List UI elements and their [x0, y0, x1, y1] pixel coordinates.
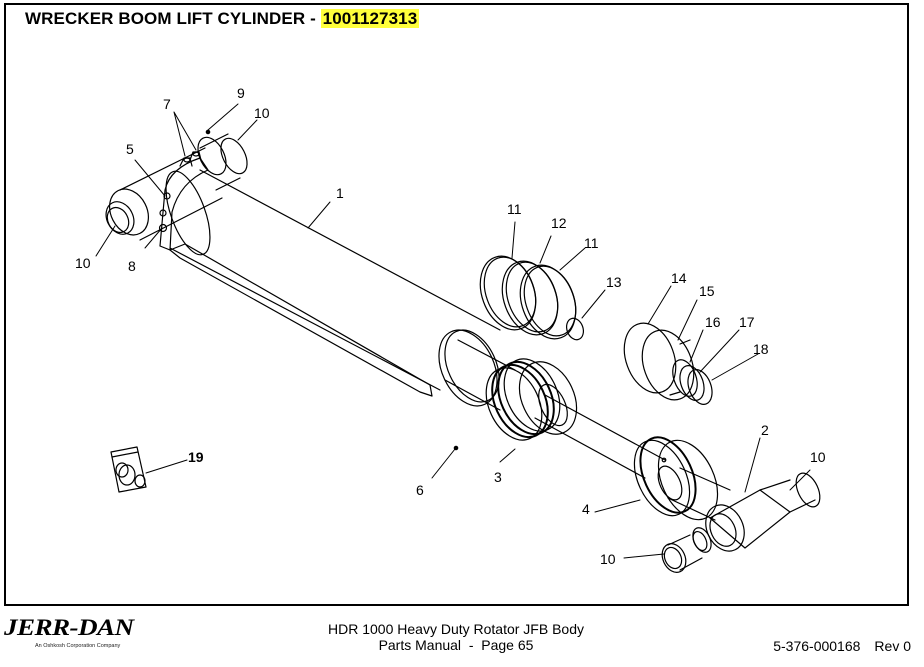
callout-8: 8 — [128, 258, 136, 274]
callout-4: 4 — [582, 501, 590, 517]
doc-number: 5-376-000168 — [773, 638, 861, 654]
callout-19: 19 — [188, 449, 204, 465]
callout-15: 15 — [699, 283, 715, 299]
callout-5: 5 — [126, 141, 134, 157]
callout-6: 6 — [416, 482, 424, 498]
callout-2: 2 — [761, 422, 769, 438]
callout-10-right: 10 — [810, 449, 826, 465]
callout-13: 13 — [606, 274, 622, 290]
callout-18: 18 — [753, 341, 769, 357]
barrel-end-rings — [438, 329, 500, 407]
piston-rod — [444, 339, 666, 479]
callout-16: 16 — [705, 314, 721, 330]
revision: Rev 0 — [874, 638, 911, 654]
barrel-end-pin-boss — [105, 133, 248, 241]
gland — [633, 436, 731, 521]
diagram-frame — [4, 3, 909, 606]
piston — [485, 358, 578, 441]
callout-10-top: 10 — [254, 105, 270, 121]
gland-seal-rings — [623, 322, 713, 405]
page-title: WRECKER BOOM LIFT CYLINDER - 1001127313 — [25, 9, 420, 29]
rod-eye — [661, 472, 821, 573]
barrel-head — [158, 151, 211, 256]
cylinder-barrel — [169, 169, 501, 397]
piston-seal-rings — [479, 255, 585, 341]
callout-10-left: 10 — [75, 255, 91, 271]
manual-page: Parts Manual - Page 65 — [378, 637, 534, 653]
callout-17: 17 — [739, 314, 755, 330]
callout-labels: 1 2 3 4 5 6 7 8 9 10 10 10 10 11 12 11 1… — [75, 85, 826, 567]
callout-7: 7 — [163, 96, 171, 112]
manual-title: HDR 1000 Heavy Duty Rotator JFB Body — [328, 621, 584, 637]
part-number-highlight: 1001127313 — [320, 9, 420, 28]
manual-info: HDR 1000 Heavy Duty Rotator JFB Body Par… — [300, 621, 612, 653]
seal-kit-package — [110, 446, 147, 493]
callout-12: 12 — [551, 215, 567, 231]
title-text: WRECKER BOOM LIFT CYLINDER - — [25, 9, 321, 28]
brand-name: JERR-DAN — [4, 615, 134, 640]
brand-tagline: An Oshkosh Corporation Company — [35, 643, 121, 649]
leader-lines — [95, 103, 811, 559]
callout-1: 1 — [336, 185, 344, 201]
callout-9: 9 — [237, 85, 245, 101]
callout-11-a: 11 — [507, 201, 522, 217]
brand-logo: JERR-DAN An Oshkosh Corporation Company — [4, 616, 134, 649]
callout-10-bottom: 10 — [600, 551, 616, 567]
callout-14: 14 — [671, 270, 687, 286]
document-id: 5-376-000168 Rev 0 — [773, 638, 911, 654]
callout-3: 3 — [494, 469, 502, 485]
callout-11-b: 11 — [584, 235, 599, 251]
